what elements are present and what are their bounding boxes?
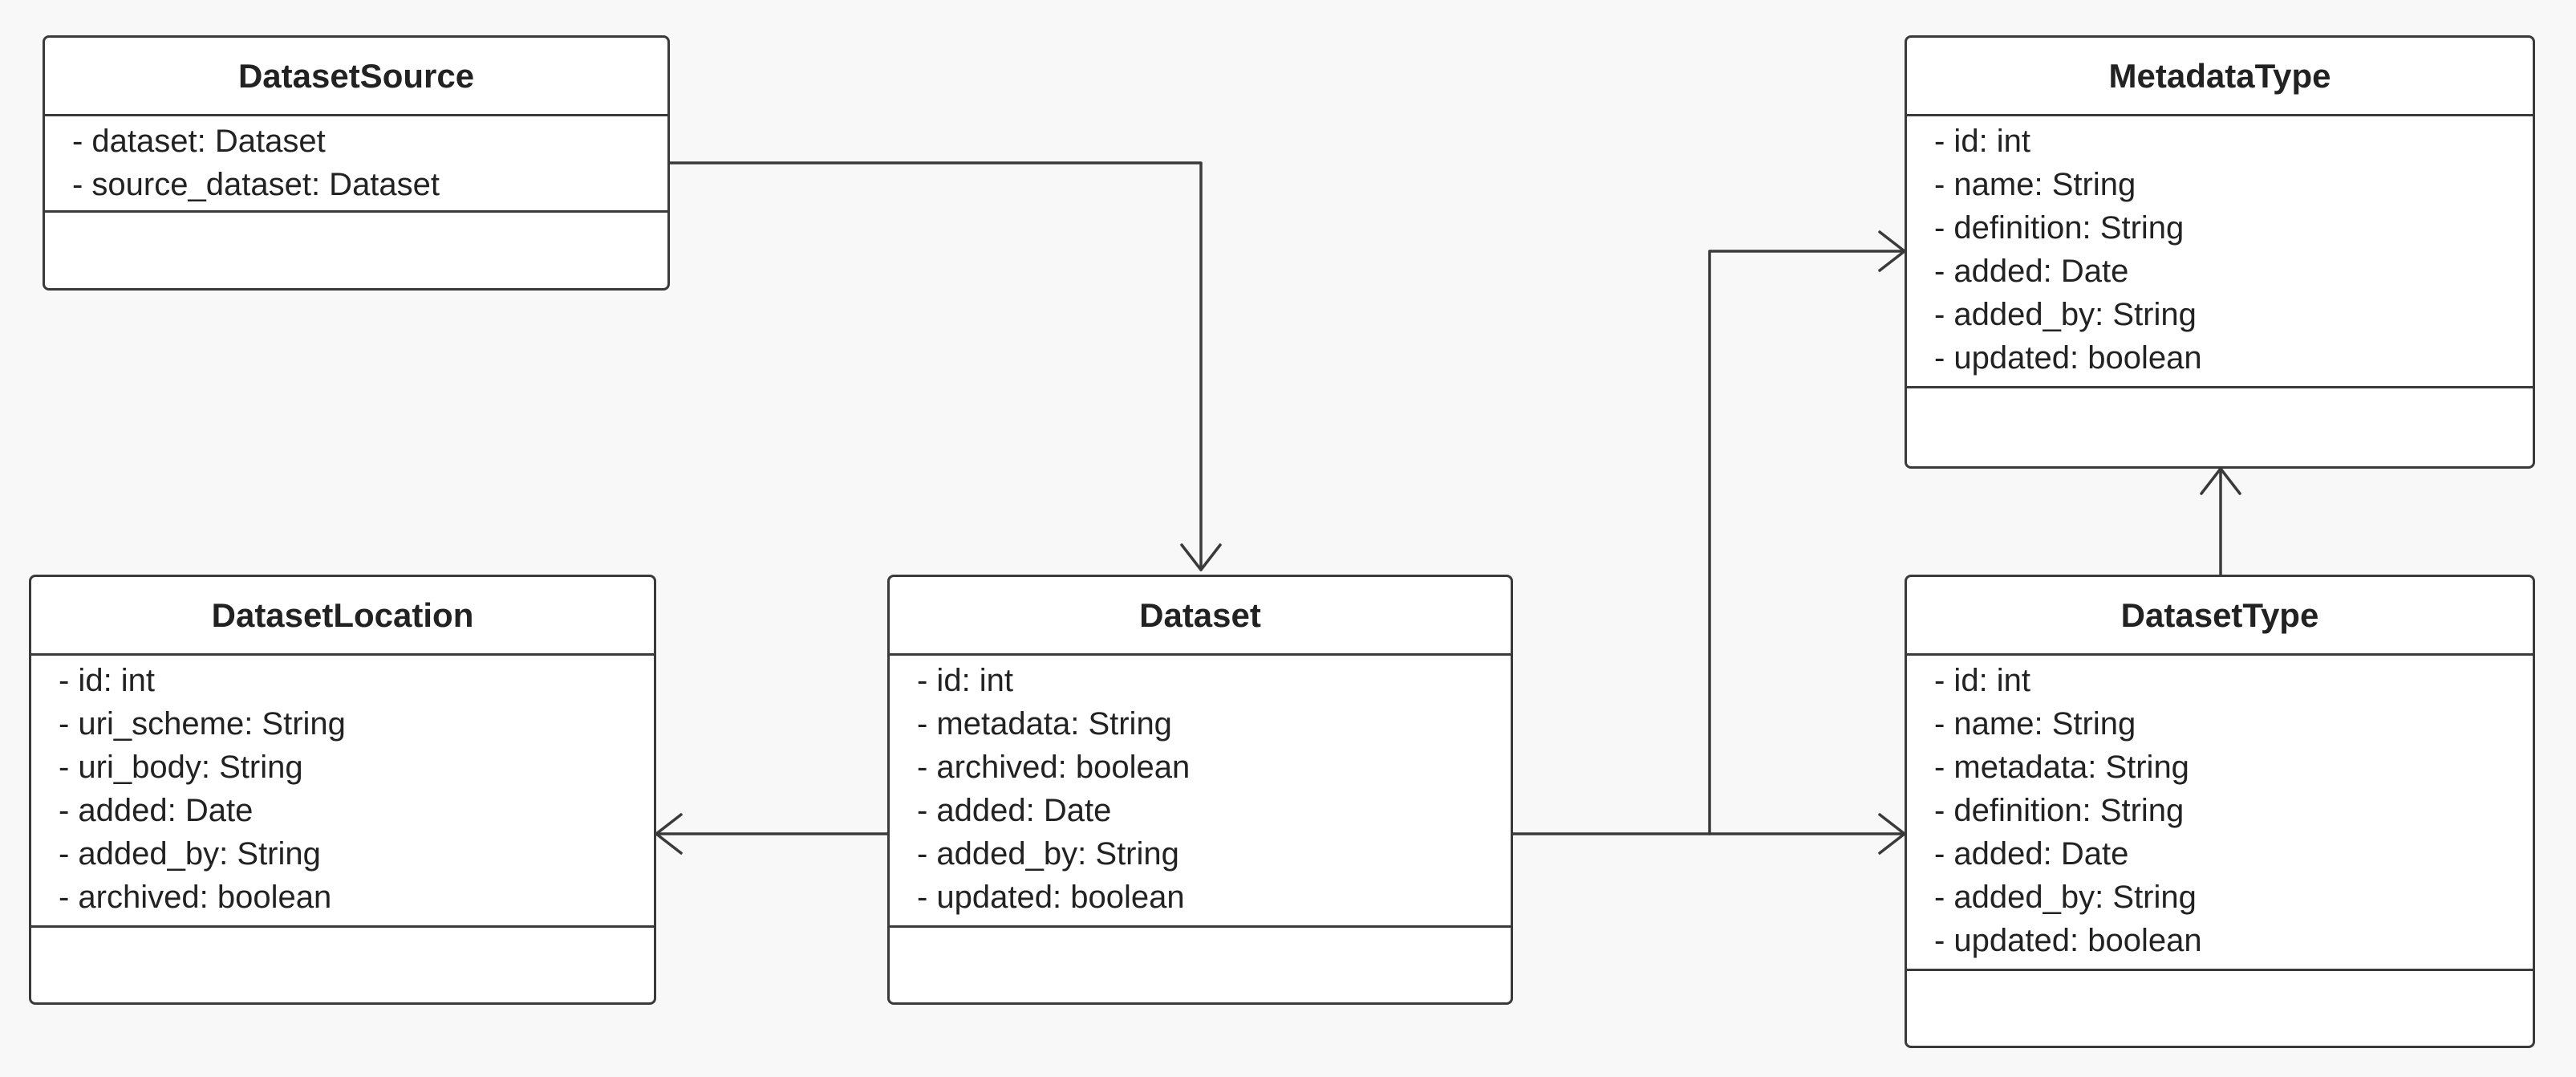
attribute: - source_dataset: Dataset xyxy=(72,167,440,202)
attribute: - name: String xyxy=(1934,706,2136,742)
class-dataset[interactable]: Dataset - id: int - metadata: String - a… xyxy=(887,575,1513,1005)
attribute-list: - id: int - uri_scheme: String - uri_bod… xyxy=(31,656,654,928)
attribute: - metadata: String xyxy=(917,706,1172,742)
attribute: - dataset: Dataset xyxy=(72,124,326,159)
association-source-to-dataset xyxy=(668,161,1203,571)
arrowhead-metadatatype-left xyxy=(1878,230,1906,272)
association-dataset-to-metadatatype xyxy=(1708,250,1906,835)
class-datasetsource[interactable]: DatasetSource - dataset: Dataset - sourc… xyxy=(43,35,670,291)
arrowhead-location-right xyxy=(655,813,683,855)
attribute: - definition: String xyxy=(1934,210,2185,246)
attribute: - archived: boolean xyxy=(917,750,1191,785)
attribute: - archived: boolean xyxy=(59,880,332,915)
attribute-list: - id: int - metadata: String - archived:… xyxy=(890,656,1511,928)
attribute: - metadata: String xyxy=(1934,750,2189,785)
attribute: - id: int xyxy=(59,663,156,698)
attribute-list: - id: int - name: String - definition: S… xyxy=(1907,116,2533,388)
attribute: - added: Date xyxy=(1934,836,2129,872)
class-name: DatasetSource xyxy=(45,38,667,116)
class-name: MetadataType xyxy=(1907,38,2533,116)
attribute: - added: Date xyxy=(59,793,254,828)
attribute: - added_by: String xyxy=(917,836,1179,872)
class-name: DatasetType xyxy=(1907,577,2533,656)
attribute: - added: Date xyxy=(1934,254,2129,289)
class-datasetlocation[interactable]: DatasetLocation - id: int - uri_scheme: … xyxy=(29,575,656,1005)
arrowhead-dataset-top xyxy=(1180,543,1222,571)
arrowhead-datasettype-left xyxy=(1878,813,1906,855)
class-metadatatype[interactable]: MetadataType - id: int - name: String - … xyxy=(1905,35,2535,469)
attribute: - id: int xyxy=(1934,124,2031,159)
attribute: - added_by: String xyxy=(1934,297,2197,332)
class-name: Dataset xyxy=(890,577,1511,656)
attribute: - updated: boolean xyxy=(1934,340,2202,376)
attribute: - id: int xyxy=(917,663,1014,698)
attribute: - uri_scheme: String xyxy=(59,706,346,742)
attribute: - added_by: String xyxy=(59,836,321,872)
attribute: - id: int xyxy=(1934,663,2031,698)
attribute-list: - id: int - name: String - metadata: Str… xyxy=(1907,656,2533,971)
class-name: DatasetLocation xyxy=(31,577,654,656)
attribute: - name: String xyxy=(1934,167,2136,202)
class-datasettype[interactable]: DatasetType - id: int - name: String - m… xyxy=(1905,575,2535,1048)
attribute: - added_by: String xyxy=(1934,880,2197,915)
attribute: - added: Date xyxy=(917,793,1112,828)
attribute: - definition: String xyxy=(1934,793,2185,828)
attribute: - updated: boolean xyxy=(917,880,1185,915)
arrowhead-metadatatype-bottom xyxy=(2200,467,2241,495)
attribute-list: - dataset: Dataset - source_dataset: Dat… xyxy=(45,116,667,213)
attribute: - uri_body: String xyxy=(59,750,303,785)
attribute: - updated: boolean xyxy=(1934,923,2202,958)
